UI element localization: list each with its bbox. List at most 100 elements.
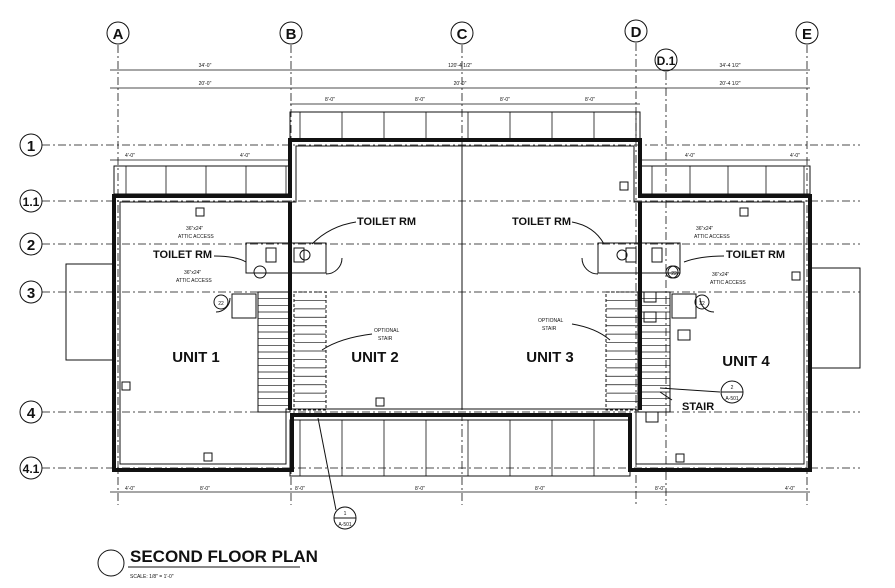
unit-2-label: UNIT 2: [351, 349, 399, 366]
door-tag: 22: [667, 265, 681, 279]
attic-access-size: 36"x24": [696, 226, 713, 232]
title-text: SECOND FLOOR PLAN: [130, 547, 318, 566]
svg-text:8'-0": 8'-0": [585, 97, 595, 103]
svg-text:4: 4: [27, 405, 36, 422]
unit-4-label: UNIT 4: [722, 353, 770, 370]
door-tag: 22: [213, 294, 229, 310]
section-callout-1: 1 A-501: [317, 417, 357, 530]
grid-column-d1: D.1: [654, 48, 678, 505]
svg-text:8'-0": 8'-0": [295, 486, 305, 492]
svg-text:A-501: A-501: [338, 522, 352, 528]
title-bubble: [97, 549, 125, 577]
grid-row-2: 2: [19, 232, 860, 256]
svg-text:120'-4 1/2": 120'-4 1/2": [448, 63, 472, 69]
grid-row-3: 3: [19, 280, 860, 304]
svg-text:8'-0": 8'-0": [415, 97, 425, 103]
attic-access-label: ATTIC ACCESS: [710, 280, 746, 286]
right-bump-out: [809, 267, 861, 369]
svg-text:8'-0": 8'-0": [415, 486, 425, 492]
optional-stair-unit-3: [605, 291, 639, 411]
optional-stair-label: STAIR: [542, 326, 557, 332]
top-dimensions: 120'-4 1/2" 34'-0" 34'-4 1/2" 20'-0" 20'…: [110, 63, 810, 161]
attic-access-unit-1: [231, 293, 257, 319]
svg-text:20'-0": 20'-0": [454, 81, 467, 87]
svg-text:4'-0": 4'-0": [785, 486, 795, 492]
interior-wall-inner: [119, 145, 805, 465]
grid-row-1-1: 1.1: [19, 189, 860, 213]
stair-unit-4: [637, 291, 671, 413]
svg-text:A: A: [113, 26, 124, 43]
svg-text:4'-0": 4'-0": [240, 153, 250, 159]
wall-tags: [121, 181, 801, 463]
attic-access-label: ATTIC ACCESS: [694, 234, 730, 240]
svg-text:22: 22: [218, 301, 224, 307]
svg-text:1: 1: [27, 138, 35, 155]
svg-text:8'-0": 8'-0": [535, 486, 545, 492]
grid-row-1: 1: [19, 133, 860, 157]
leader-line: [683, 255, 725, 263]
svg-text:8'-0": 8'-0": [325, 97, 335, 103]
svg-text:2: 2: [27, 237, 35, 254]
leader-line: [571, 323, 611, 341]
grid-column-a: A: [106, 21, 130, 505]
grid-row-4: 4: [19, 400, 860, 424]
toilet-room-unit-1-2: [245, 242, 327, 279]
grid-row-4-1: 4.1: [19, 456, 860, 480]
door-swing: [215, 297, 231, 313]
svg-text:22: 22: [699, 301, 705, 307]
leader-line: [311, 221, 357, 245]
toilet-room-label: TOILET RM: [153, 249, 212, 261]
attic-access-size: 36"x24": [186, 226, 203, 232]
svg-text:2: 2: [731, 385, 734, 391]
svg-text:A-501: A-501: [725, 396, 739, 402]
scale-text: SCALE: 1/8" = 1'-0": [130, 574, 174, 580]
attic-access-size: 36"x24": [712, 272, 729, 278]
leader-line: [321, 333, 373, 351]
svg-text:D.1: D.1: [657, 54, 676, 68]
door-tag: 22: [694, 294, 710, 310]
attic-access-unit-4: [671, 293, 697, 319]
left-bump-out: [65, 263, 115, 361]
optional-stair-label: STAIR: [378, 336, 393, 342]
svg-text:D: D: [631, 24, 642, 41]
overhang-ticks: [125, 112, 805, 476]
optional-stair-label: OPTIONAL: [538, 318, 564, 324]
svg-text:C: C: [457, 26, 468, 43]
optional-stair-unit-2: [293, 291, 327, 411]
svg-text:20'-4 1/2": 20'-4 1/2": [719, 81, 740, 87]
svg-text:4.1: 4.1: [23, 462, 40, 476]
toilet-room-label: TOILET RM: [357, 216, 416, 228]
door-swing: [325, 257, 343, 275]
door-swing: [699, 297, 715, 313]
drawing-title: SECOND FLOOR PLAN SCALE: 1/8" = 1'-0": [97, 547, 318, 580]
svg-text:E: E: [802, 26, 812, 43]
svg-text:B: B: [286, 26, 297, 43]
exterior-wall: [112, 138, 812, 472]
svg-text:1.1: 1.1: [23, 195, 40, 209]
svg-text:34'-0": 34'-0": [199, 63, 212, 69]
svg-text:4'-0": 4'-0": [685, 153, 695, 159]
svg-text:20'-0": 20'-0": [199, 81, 212, 87]
stair-label: STAIR: [682, 401, 714, 413]
svg-text:1: 1: [344, 511, 347, 517]
unit-3-label: UNIT 3: [526, 349, 574, 366]
toilet-room-unit-3-4: [597, 242, 681, 279]
toilet-room-label: TOILET RM: [726, 249, 785, 261]
toilet-room-label: TOILET RM: [512, 216, 571, 228]
svg-text:3: 3: [27, 285, 35, 302]
door-swing: [581, 257, 599, 275]
leader-line: [659, 391, 673, 401]
attic-access-label: ATTIC ACCESS: [178, 234, 214, 240]
leader-line: [213, 255, 247, 263]
section-callout-2: 2 A-501: [659, 380, 744, 404]
svg-text:4'-0": 4'-0": [790, 153, 800, 159]
svg-text:22: 22: [671, 271, 677, 277]
svg-text:34'-4 1/2": 34'-4 1/2": [719, 63, 740, 69]
stair-unit-1: [257, 291, 291, 413]
svg-text:8'-0": 8'-0": [500, 97, 510, 103]
optional-stair-label: OPTIONAL: [374, 328, 400, 334]
svg-text:4'-0": 4'-0": [125, 153, 135, 159]
attic-access-label: ATTIC ACCESS: [176, 278, 212, 284]
svg-text:4'-0": 4'-0": [125, 486, 135, 492]
